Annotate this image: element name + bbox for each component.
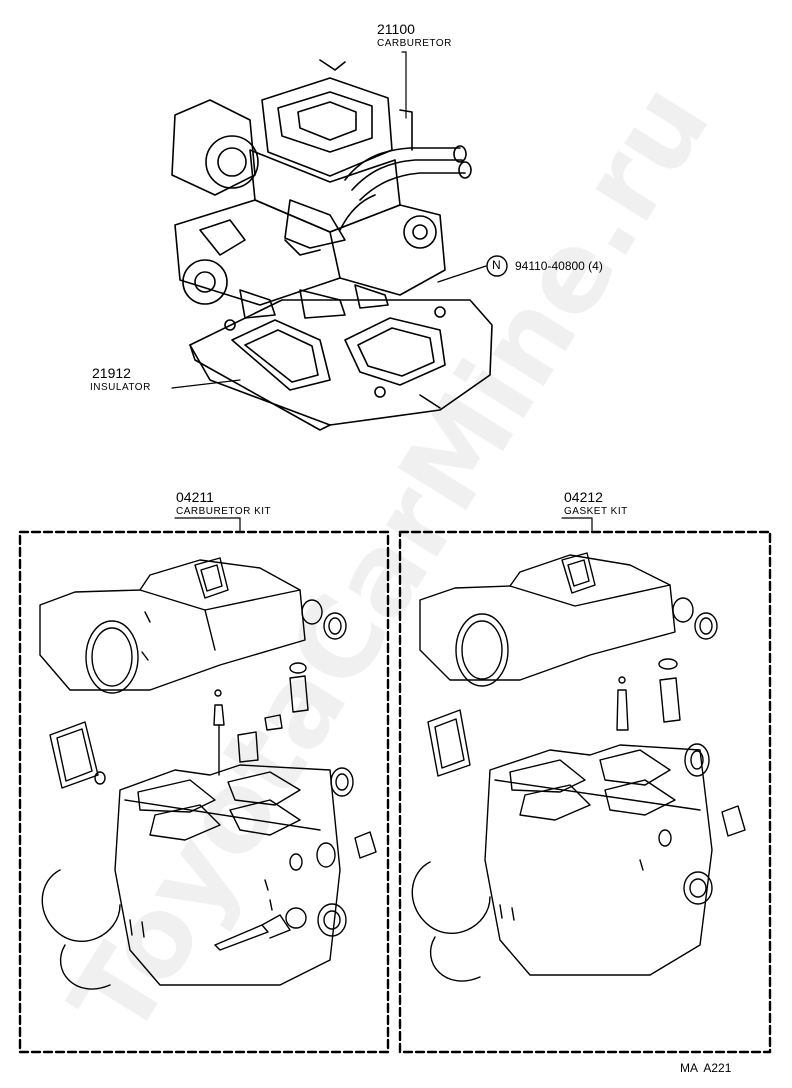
carburetor-kit-drawing xyxy=(39,557,377,990)
insulator-part-name: INSULATOR xyxy=(90,382,151,393)
carburetor-drawing xyxy=(171,59,472,319)
gasket-kit-box xyxy=(398,530,772,1054)
carburetor-kit-part-number: 04211 xyxy=(176,489,214,505)
gasket-kit-part-number: 04212 xyxy=(564,489,603,505)
gasket-kit-drawing xyxy=(411,552,746,982)
nut-symbol: N xyxy=(492,258,501,272)
insulator-drawing xyxy=(189,299,493,431)
carburetor-kit-part-name: CARBURETOR KIT xyxy=(176,506,272,517)
gasket-kit-part-name: GASKET KIT xyxy=(564,506,628,517)
figure-code: MA A221 xyxy=(680,1061,732,1075)
leader-lines xyxy=(171,51,593,533)
insulator-part-number: 21912 xyxy=(92,365,131,381)
nut-part-number: 94110-40800 (4) xyxy=(515,259,603,273)
carburetor-kit-box xyxy=(18,530,390,1054)
nut-symbol-circle xyxy=(486,255,508,277)
carburetor-part-name: CARBURETOR xyxy=(377,38,452,49)
carburetor-part-number: 21100 xyxy=(377,21,415,37)
